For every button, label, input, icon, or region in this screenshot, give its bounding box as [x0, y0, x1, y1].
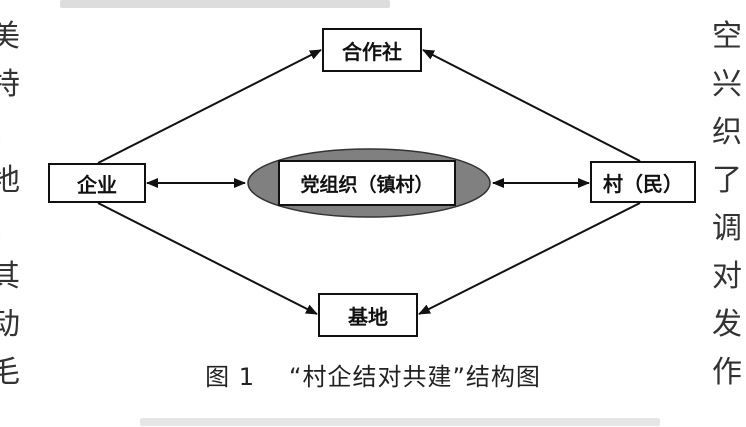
- left-char: 毛: [0, 355, 20, 390]
- left-char: 其: [0, 259, 20, 294]
- figure-number: 图 1: [205, 363, 256, 391]
- right-char: 作: [712, 355, 742, 390]
- arrow-enterprise-to-cooperative: [97, 49, 322, 164]
- node-enterprise: 企业: [48, 163, 146, 203]
- figure-caption: 图 1 “村企结对共建”结构图: [0, 357, 746, 392]
- right-text-column: 空 兴 织 了 调 对 发 作: [712, 0, 746, 427]
- left-char: 、: [0, 214, 20, 244]
- right-char: 空: [712, 19, 742, 54]
- left-char: 美: [0, 19, 20, 54]
- right-char: 对: [712, 259, 742, 294]
- left-text-column: 美 特 、 地 、 其 动 毛: [0, 0, 42, 427]
- arrow-village-to-base: [418, 202, 641, 315]
- left-char: 地: [0, 163, 20, 198]
- cropped-text-bottom: [140, 412, 660, 427]
- right-char: 了: [712, 163, 742, 198]
- cropped-text-top: [60, 0, 390, 8]
- node-cooperative: 合作社: [322, 28, 422, 72]
- right-char: 发: [712, 307, 742, 342]
- node-base: 基地: [318, 293, 418, 337]
- node-party-organization: 党组织（镇村）: [278, 160, 456, 206]
- left-char: 动: [0, 307, 20, 342]
- left-char: 特: [0, 67, 20, 102]
- arrow-village-to-cooperative: [422, 49, 641, 162]
- right-char: 兴: [712, 67, 742, 102]
- arrow-enterprise-to-base: [97, 202, 318, 315]
- node-village: 村（民）: [590, 161, 696, 203]
- left-char: 、: [0, 118, 20, 148]
- figure-title: “村企结对共建”结构图: [289, 363, 541, 391]
- right-char: 织: [712, 115, 742, 150]
- right-char: 调: [712, 211, 742, 246]
